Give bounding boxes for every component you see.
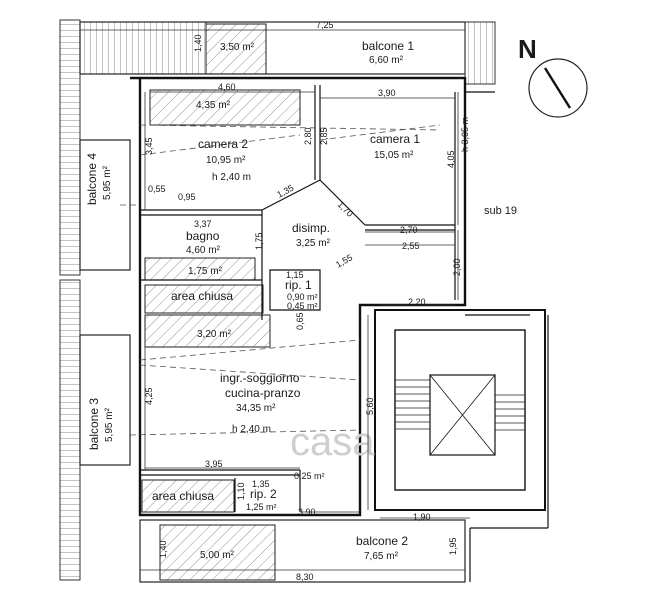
rip2-name: rip. 2 [250,487,277,501]
dim-155: 1,55 [334,252,354,269]
rip1-area: 0,90 m² [287,292,318,302]
top-hatch-area [205,23,267,75]
interior-walls [139,85,456,512]
dim-170: 1,70 [336,199,355,218]
right-outline [465,91,549,582]
dim-345: 3,45 [144,137,154,155]
balcone3-name: balcone 3 [87,398,101,450]
stairwell-outer [374,309,546,511]
soggiorno-name2: cucina-pranzo [225,386,301,400]
area-chiusa-1-label: area chiusa [171,289,233,303]
dim-830: 8,30 [296,572,314,582]
small-area: 0,25 m² [294,471,325,481]
disimp-area: 3,25 m² [296,238,331,249]
dim-190: 1,90 [413,512,431,522]
terrace-strip-left-top [59,19,81,276]
balcone2-outline [139,519,466,583]
dim-390-bot: 3,90 [298,507,316,517]
area-chiusa-1-box [144,284,264,314]
living-hatch-area: 3,20 m² [197,329,232,340]
bottom-hatch-area: 5,00 m² [200,550,235,561]
dim-175: 1,75 [254,232,264,250]
soggiorno-area: 34,35 m² [236,403,276,414]
dim-065: 0,65 [295,312,305,330]
rip2-area: 1,25 m² [246,502,277,512]
dim-280: 2,80 [303,127,313,145]
bottom-hatch [159,524,276,581]
rip1-name: rip. 1 [285,278,312,292]
dashed-lines [120,124,441,436]
watermark: casa [290,420,375,464]
dim-095: 0,95 [178,192,196,202]
dim-110: 1,10 [236,482,246,500]
stair-steps [395,379,525,431]
dim-140-top: 1,40 [193,34,203,52]
bagno-name: bagno [186,229,220,243]
area-chiusa-2-box [141,479,235,513]
rip1-area2: 0,45 m² [287,301,318,311]
balcone2-name: balcone 2 [356,534,408,548]
soggiorno-height: h 2,40 m [232,424,271,435]
dimension-lines [80,29,470,571]
dim-405: 4,05 [446,150,456,168]
camera2-height: h 2,40 m [212,172,251,183]
dim-270: 2,70 [400,225,418,235]
balcone3-area: 5,95 m² [104,407,115,442]
dim-337: 3,37 [194,219,212,229]
balcone4-area: 5,95 m² [102,165,113,200]
balcone1-name: balcone 1 [362,39,414,53]
outer-wall [130,76,467,517]
dim-135b: 1,35 [252,479,270,489]
top-hatch-left [79,21,207,75]
balcone2-area: 7,65 m² [364,551,399,562]
dim-460: 4,60 [218,82,236,92]
balcone3-outline [79,334,131,466]
disimp-name: disimp. [292,221,330,235]
camera1-area: 15,05 m² [374,150,414,161]
top-hatch-area-label: 3,50 m² [220,42,255,53]
compass [528,58,588,118]
dim-220: 2,20 [408,297,426,307]
dim-200: 2,00 [452,258,462,276]
area-chiusa-2-label: area chiusa [152,489,214,503]
dim-135: 1,35 [275,183,295,200]
sub-label: sub 19 [484,205,517,217]
bagno-area: 4,60 m² [186,245,221,256]
stairwell-inner [394,329,526,491]
north-label: N [518,34,537,64]
balcone1-area: 6,60 m² [369,55,404,66]
dim-255: 2,55 [402,241,420,251]
dim-725: 7,25 [316,20,334,30]
dim-425: 4,25 [144,387,154,405]
elevator-cross-2 [429,374,496,456]
soggiorno-name: ingr.-soggiorno [220,371,300,385]
dim-390-top: 3,90 [378,88,396,98]
terrace-strip-left-bottom [59,279,81,581]
camera1-name: camera 1 [370,132,420,146]
terrace-strip-top-right [464,21,496,85]
dim-395: 3,95 [205,459,223,469]
camera2-area: 10,95 m² [206,155,246,166]
camera2-hatch-area: 4,35 m² [196,100,231,111]
dim-055: 0,55 [148,184,166,194]
dim-115: 1,15 [286,270,304,280]
camera2-name: camera 2 [198,137,248,151]
camera2-hatch [149,89,301,126]
living-hatch [144,314,271,348]
dim-195: 1,95 [448,537,458,555]
dim-140-bot: 1,40 [158,540,168,558]
dim-560: 5,60 [365,397,375,415]
bagno-hatch-area: 1,75 m² [188,266,223,277]
dim-285: 2,85 [319,127,329,145]
balcone4-name: balcone 4 [85,153,99,205]
camera1-height: h 3,05 m [460,117,470,152]
